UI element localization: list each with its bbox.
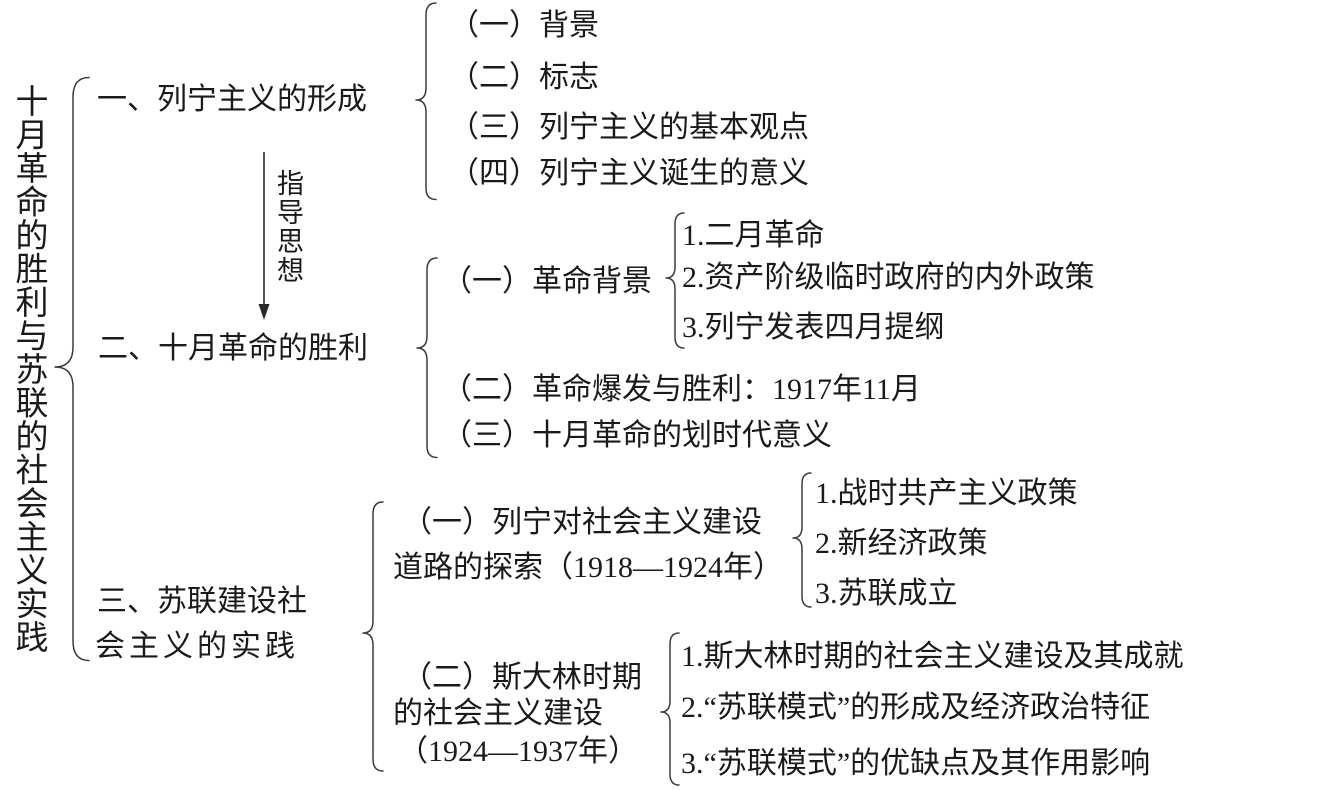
section-1-item: （三）列宁主义的基本观点 — [449, 111, 809, 144]
section-3-stalin-title-line-3: （1924—1937年） — [398, 735, 638, 768]
section-3-lenin-item: 2.新经济政策 — [815, 527, 988, 560]
section-3-stalin-title-line-2: 的社会主义建设 — [393, 697, 603, 730]
section-3-stalin-item: 2.“苏联模式”的形成及经济政治特征 — [681, 691, 1151, 724]
root-title: 十月革命的胜利与苏联的社会主义实践 — [9, 84, 46, 654]
guiding-arrow-label: 指导思想 — [273, 169, 304, 285]
section-2-background-item: 3.列宁发表四月提纲 — [682, 311, 945, 344]
section-3-lenin-title-line-2: 道路的探索（1918—1924年） — [393, 551, 783, 584]
section-2-background-item: 2.资产阶级临时政府的内外政策 — [682, 261, 1095, 294]
section-3-stalin-item: 3.“苏联模式”的优缺点及其作用影响 — [681, 747, 1151, 780]
section-3-lenin-title-line-1: （一）列宁对社会主义建设 — [402, 506, 762, 539]
section-3-stalin-brace — [660, 632, 680, 786]
section-2-brace — [416, 257, 438, 459]
section-2-background-brace — [665, 212, 685, 349]
section-3-stalin-title-line-1: （二）斯大林时期 — [402, 661, 642, 694]
section-2-significance: （三）十月革命的划时代意义 — [442, 419, 832, 452]
section-3-title-line-1: 三、苏联建设社 — [97, 585, 307, 618]
root-brace — [54, 76, 90, 662]
section-1-item: （二）标志 — [449, 61, 599, 94]
section-3-lenin-brace — [792, 472, 812, 608]
section-3-brace — [362, 501, 384, 772]
section-1-title: 一、列宁主义的形成 — [97, 83, 367, 116]
section-1-brace — [415, 2, 437, 201]
section-2-background-item: 1.二月革命 — [682, 219, 825, 252]
section-1-item: （四）列宁主义诞生的意义 — [449, 157, 809, 190]
section-2-outbreak: （二）革命爆发与胜利：1917年11月 — [442, 373, 921, 406]
section-3-lenin-item: 3.苏联成立 — [815, 577, 958, 610]
section-1-item: （一）背景 — [449, 9, 599, 42]
section-3-title-line-2: 会主义的实践 — [95, 630, 299, 663]
section-3-stalin-item: 1.斯大林时期的社会主义建设及其成就 — [681, 640, 1184, 673]
section-2-background-title: （一）革命背景 — [442, 265, 652, 298]
section-3-lenin-item: 1.战时共产主义政策 — [815, 477, 1078, 510]
section-2-title: 二、十月革命的胜利 — [98, 332, 368, 365]
down-arrow-icon — [258, 152, 270, 320]
